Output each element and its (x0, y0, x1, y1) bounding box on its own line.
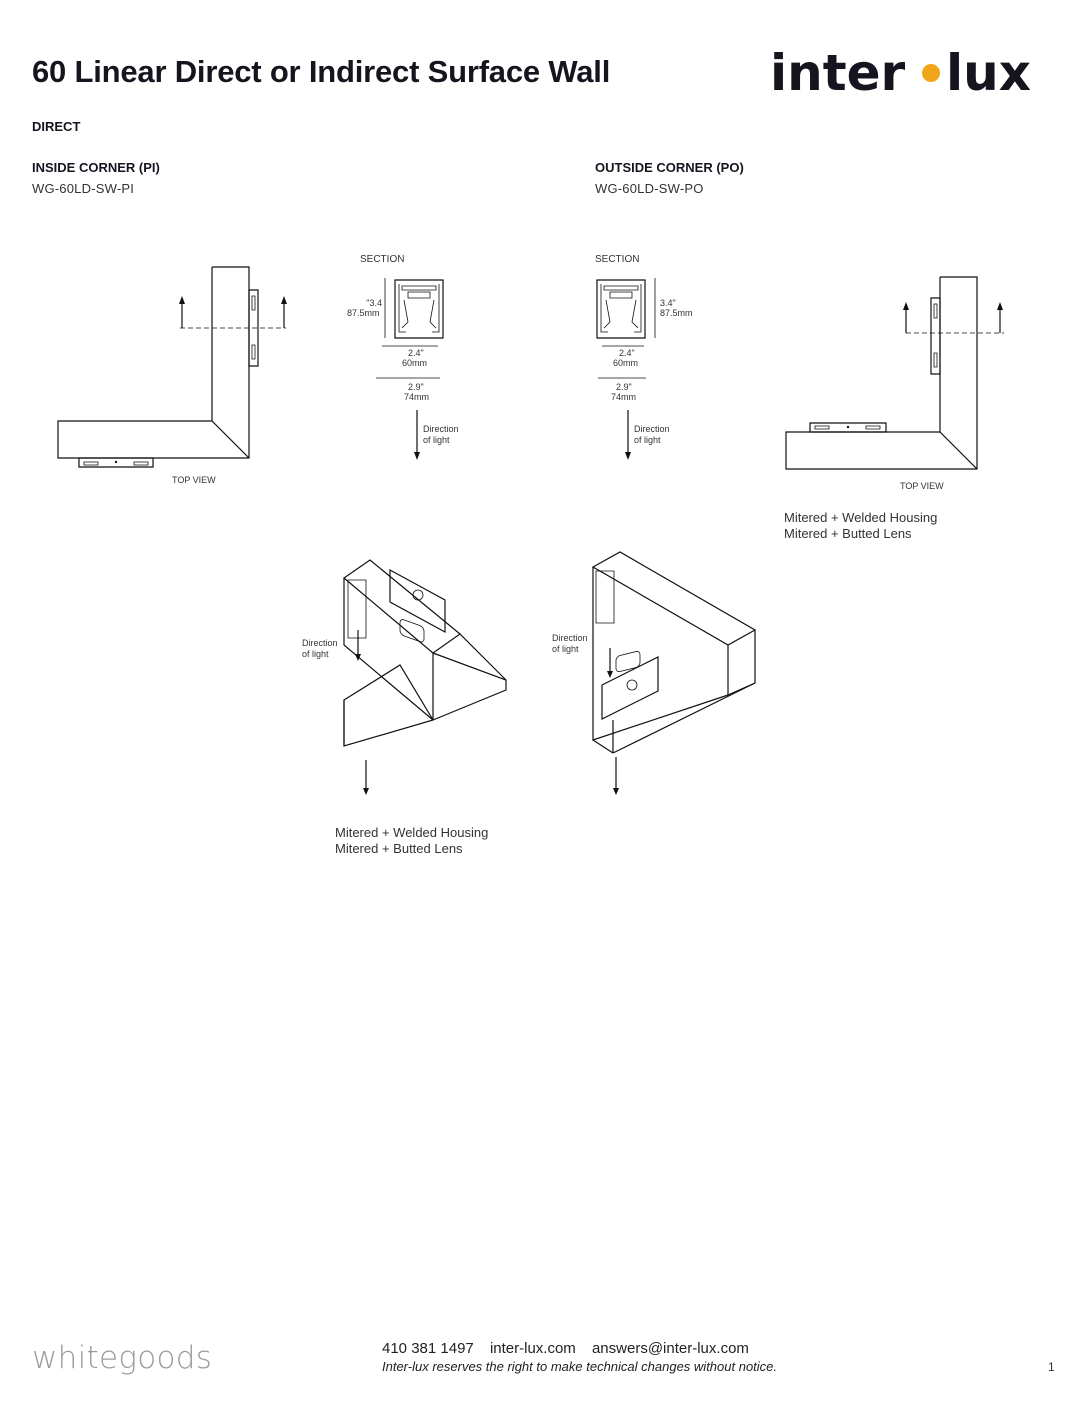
inside-width-in: 2.4" (408, 348, 424, 358)
outside-direction-line1: Direction (634, 424, 670, 434)
outside-iso-direction-line1: Direction (552, 633, 588, 643)
logo-text-left: inter (770, 44, 906, 100)
inside-top-view-drawing (50, 260, 287, 475)
outside-height-in: 3.4" (660, 298, 676, 308)
inside-corner-heading: INSIDE CORNER (PI) (32, 160, 160, 175)
outside-height-mm: 87.5mm (660, 308, 693, 318)
footer-disclaimer: Inter-lux reserves the right to make tec… (382, 1359, 778, 1374)
page-number: 1 (1048, 1360, 1055, 1374)
inside-top-view-label: TOP VIEW (172, 475, 216, 485)
footer-email-link[interactable]: answers@inter-lux.com (591, 1340, 749, 1357)
direct-label: DIRECT (32, 119, 81, 134)
page-title: 60 Linear Direct or Indirect Surface Wal… (32, 54, 611, 89)
inside-section-label: SECTION (360, 254, 405, 265)
inside-note-housing: Mitered + Welded Housing (335, 825, 489, 840)
outside-width-mm: 60mm (613, 358, 639, 368)
outside-top-view-label: TOP VIEW (900, 481, 944, 491)
outside-section-drawing (592, 278, 662, 460)
footer-phone: 410 381 1497 (382, 1340, 474, 1357)
outside-corner-code: WG-60LD-SW-PO (595, 181, 704, 196)
inside-depth-in: 2.9" (408, 382, 424, 392)
logo-text-right: lux (946, 44, 1031, 100)
inside-iso-direction-line2: of light (302, 649, 329, 659)
outside-isometric-drawing (550, 545, 765, 795)
inside-height-mm: 87.5mm (347, 308, 380, 318)
outside-top-view-drawing (780, 270, 1020, 485)
outside-section-label: SECTION (595, 254, 640, 265)
outside-note-housing: Mitered + Welded Housing (784, 510, 938, 525)
footer-contact: 410 381 1497 inter-lux.com answers@inter… (382, 1340, 761, 1357)
outside-depth-mm: 74mm (611, 392, 637, 402)
inside-depth-mm: 74mm (404, 392, 430, 402)
interlux-logo: inter lux (770, 38, 1045, 102)
whitegoods-brand: whitegoods (32, 1340, 213, 1376)
inside-iso-direction-line1: Direction (302, 638, 338, 648)
outside-direction-line2: of light (634, 435, 661, 445)
inside-direction-line1: Direction (423, 424, 459, 434)
inside-width-mm: 60mm (402, 358, 428, 368)
inside-isometric-drawing (300, 550, 515, 795)
outside-corner-heading: OUTSIDE CORNER (PO) (595, 160, 744, 175)
logo-dot-icon (922, 64, 940, 82)
inside-direction-line2: of light (423, 435, 450, 445)
outside-note-lens: Mitered + Butted Lens (784, 526, 912, 541)
outside-depth-in: 2.9" (616, 382, 632, 392)
outside-iso-direction-line2: of light (552, 644, 579, 654)
inside-note-lens: Mitered + Butted Lens (335, 841, 463, 856)
footer-website-link[interactable]: inter-lux.com (489, 1340, 576, 1357)
inside-corner-code: WG-60LD-SW-PI (32, 181, 135, 196)
inside-section-drawing (382, 278, 452, 460)
outside-width-in: 2.4" (619, 348, 635, 358)
inside-height-in: 3.4" (366, 298, 382, 308)
